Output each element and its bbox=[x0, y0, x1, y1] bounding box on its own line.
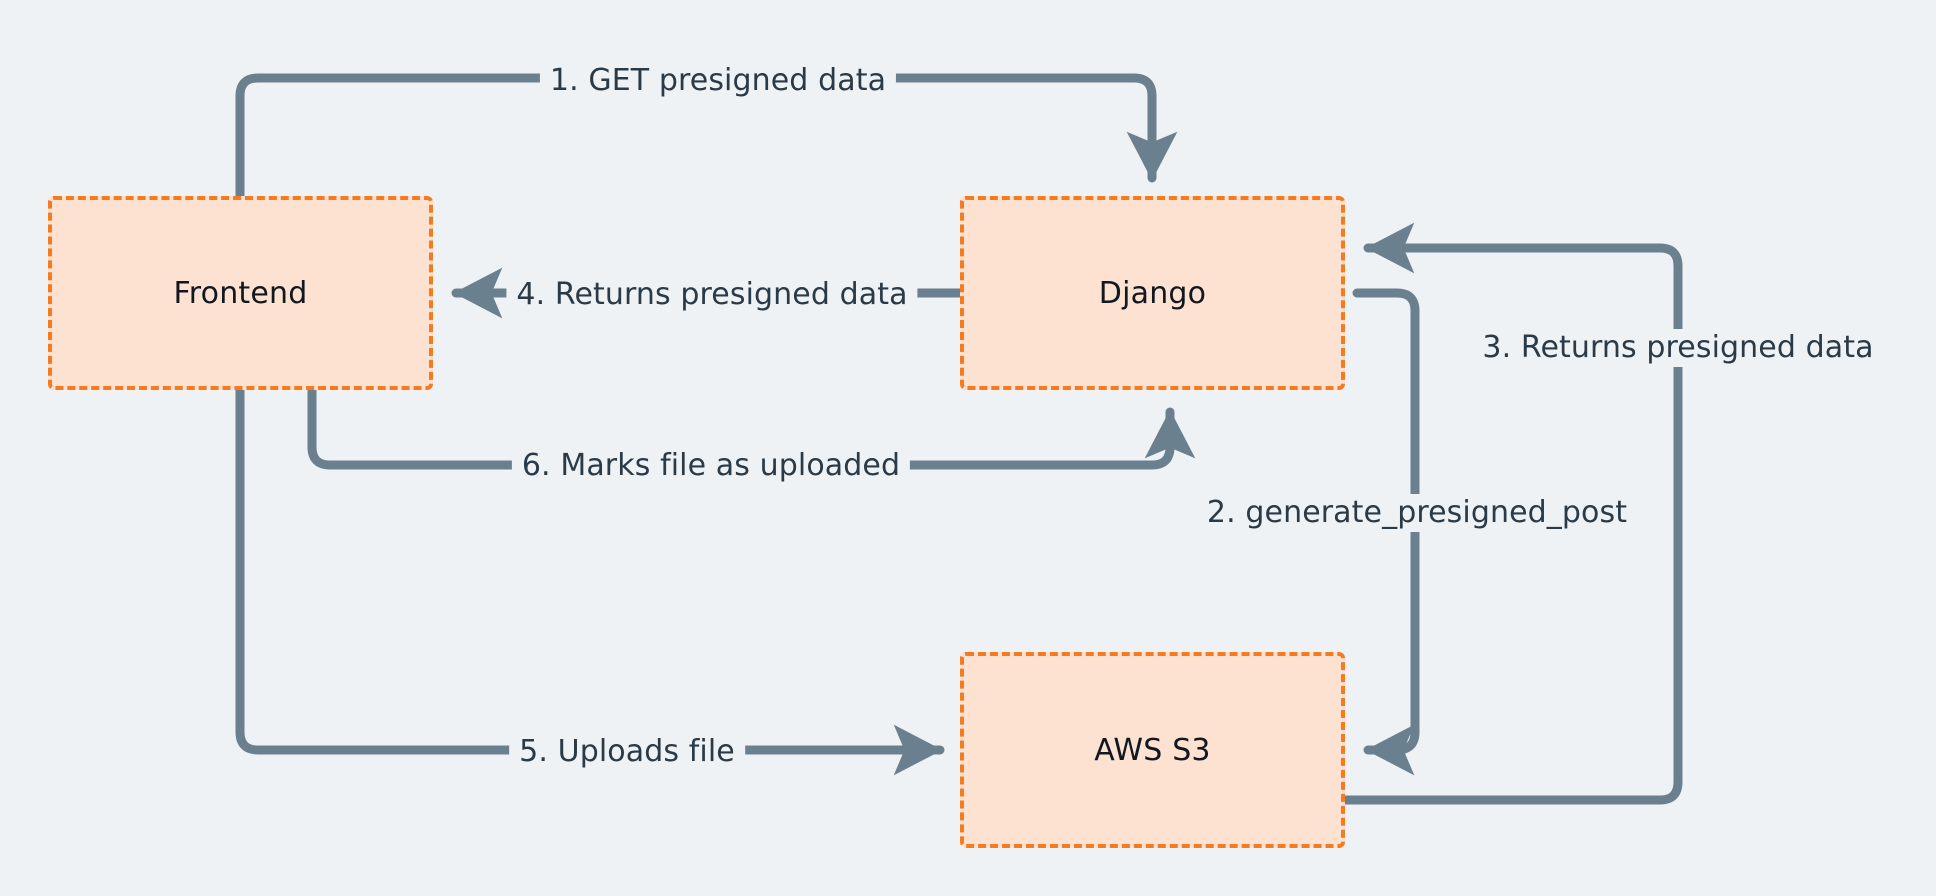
edge-label-2: 2. generate_presigned_post bbox=[1196, 494, 1638, 532]
edge-label-1: 1. GET presigned data bbox=[539, 62, 897, 100]
node-frontend-label: Frontend bbox=[173, 275, 308, 311]
edge-label-5: 5. Uploads file bbox=[509, 733, 745, 771]
edge-label-6: 6. Marks file as uploaded bbox=[511, 447, 911, 485]
node-aws-s3-label: AWS S3 bbox=[1094, 732, 1211, 768]
connector-5-uploads-file bbox=[235, 385, 945, 776]
node-frontend[interactable]: Frontend bbox=[48, 196, 433, 390]
edge-label-4: 4. Returns presigned data bbox=[506, 276, 918, 314]
node-aws-s3[interactable]: AWS S3 bbox=[960, 652, 1345, 848]
node-django-label: Django bbox=[1098, 275, 1207, 311]
connector-3-returns-presigned-data bbox=[1340, 222, 1683, 805]
node-django[interactable]: Django bbox=[960, 196, 1345, 390]
edge-label-3: 3. Returns presigned data bbox=[1472, 329, 1884, 367]
